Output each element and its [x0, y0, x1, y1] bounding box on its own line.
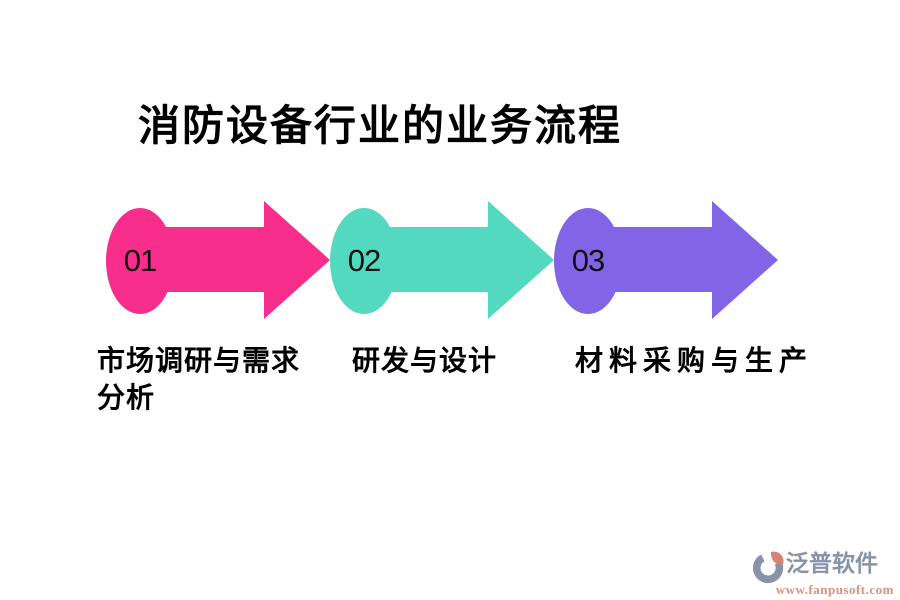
- step-label-2: 研发与设计: [352, 346, 498, 377]
- process-step-2: 02: [330, 199, 554, 321]
- step-number-2: 02: [347, 243, 381, 278]
- watermark-brand: 泛普软件: [786, 550, 878, 576]
- step-number-1: 01: [123, 243, 157, 278]
- step-label-3: 材料采购与生产: [575, 346, 814, 377]
- step-number-3: 03: [571, 243, 605, 278]
- watermark: 泛普软件 www.fanpusoft.com: [752, 549, 894, 597]
- arrow-shape-2-icon: [330, 201, 554, 319]
- watermark-url: www.fanpusoft.com: [775, 582, 894, 597]
- page-title: 消防设备行业的业务流程: [138, 104, 623, 150]
- fanpu-logo-icon: [752, 551, 784, 584]
- process-step-1: 01: [106, 199, 330, 321]
- arrow-shape-3-icon: [554, 201, 778, 319]
- arrow-shape-1-icon: [106, 201, 330, 319]
- step-label-1: 市场调研与需求分析: [97, 346, 301, 414]
- process-step-3: 03: [554, 199, 778, 321]
